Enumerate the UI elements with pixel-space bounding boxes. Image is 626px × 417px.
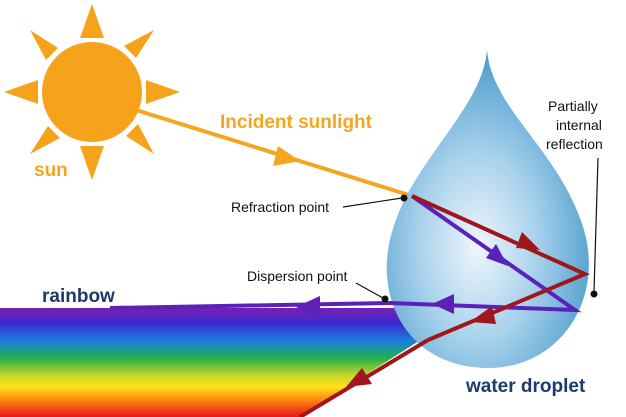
reflection-pointer-line [593, 157, 599, 293]
partial-reflection-label-line1: Partially [548, 98, 598, 114]
red-arrowhead-outgoing [346, 368, 372, 387]
dispersion-point-dot [381, 295, 389, 303]
sun-icon [4, 4, 180, 180]
rainbow-band [0, 308, 436, 417]
sun-label: sun [34, 160, 68, 181]
refraction-pointer-line [342, 197, 403, 208]
refraction-point-dot [400, 194, 408, 202]
violet-ray-outgoing [109, 301, 393, 310]
violet-arrowhead-inner [486, 244, 508, 266]
red-arrowhead-inner [516, 232, 540, 250]
rainbow-label: rainbow [42, 286, 115, 307]
reflection-point-dot [590, 290, 598, 298]
incident-sunlight-ray [135, 108, 413, 198]
dispersion-pointer-line [355, 282, 384, 299]
refraction-point-label: Refraction point [231, 199, 330, 215]
incident-ray-arrowhead [273, 146, 300, 166]
violet-arrowhead-outgoing [296, 296, 320, 318]
partial-reflection-label-line3: reflection [546, 136, 603, 152]
violet-arrowhead-return [432, 294, 454, 314]
red-arrowhead-return [470, 306, 496, 324]
dispersion-point-label: Dispersion point [247, 268, 348, 284]
water-droplet-label: water droplet [466, 376, 586, 397]
incident-sunlight-label: Incident sunlight [220, 112, 372, 133]
water-droplet-icon [386, 50, 589, 368]
partial-reflection-label-line2: internal [556, 117, 602, 133]
